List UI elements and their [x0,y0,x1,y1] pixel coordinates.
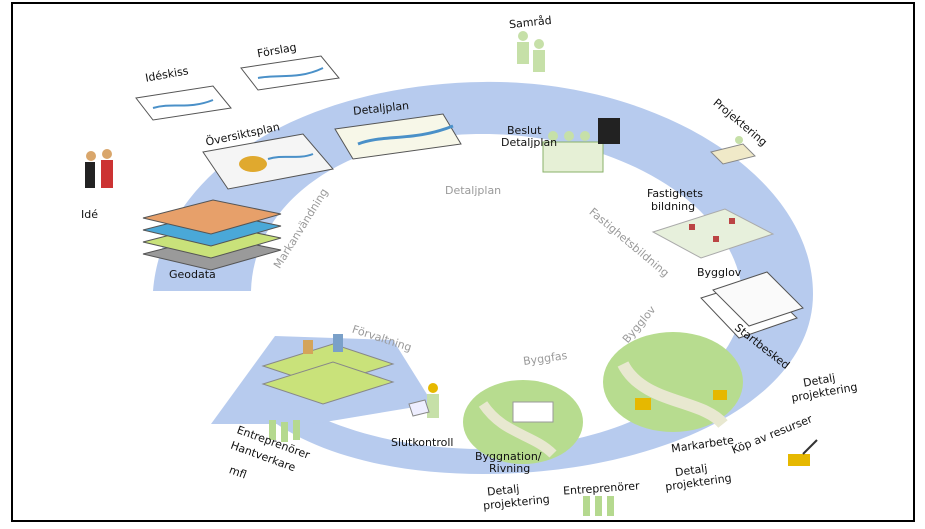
label-ide: Idé [81,208,98,221]
ring-label-detaljplan: Detaljplan [445,184,502,197]
forslag-sheet [240,55,340,91]
process-cycle-diagram [85,31,818,516]
label-beslut-1: Beslut [507,124,542,137]
label-fastighets-1: Fastighets [647,187,703,200]
diagram-frame: Idé Idéskiss Förslag Samråd Projektering… [11,2,915,522]
ideskiss-sheet [135,85,232,121]
geodata-layers [142,199,282,271]
samrad-figures [517,31,545,72]
label-byggnation-2: Rivning [489,462,531,475]
label-geodata: Geodata [169,268,216,281]
label-byggnation-1: Byggnation/ [475,450,542,463]
fastighetsbildning-plot [651,208,775,259]
hantverkare-workers [269,420,300,442]
excavator-icon [788,439,818,466]
entreprenorer-workers [583,496,614,516]
label-fastighets-2: bildning [651,200,696,213]
oversiktsplan-sheet [202,133,334,190]
beslut-meeting [542,118,620,173]
slutkontroll-figure [408,383,439,418]
label-beslut-2: Detaljplan [501,136,558,149]
label-bygglov: Bygglov [697,266,742,279]
markarbete-field [603,332,743,432]
label-slutkontroll: Slutkontroll [391,436,454,449]
byggnation-field [463,380,583,464]
ide-people-figure [85,149,113,188]
projektering-desk [710,136,756,165]
bygglov-drawings [700,271,804,339]
detaljplan-sheet [334,113,462,160]
forvaltning-city [261,334,395,405]
